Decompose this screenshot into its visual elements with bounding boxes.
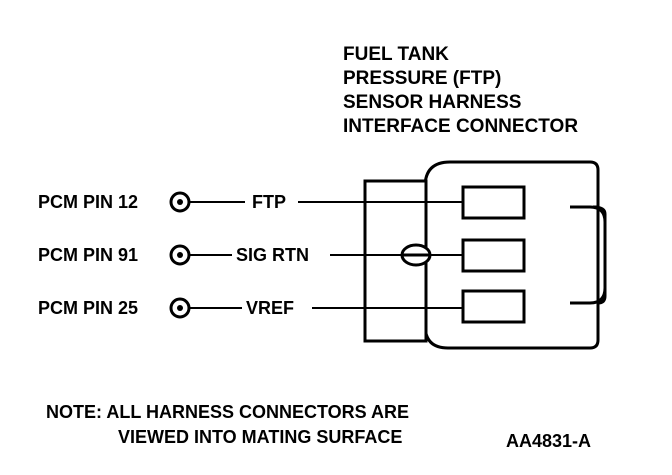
signal-label: SIG RTN (236, 245, 309, 265)
connector-wires (298, 201, 463, 309)
pin-row-91: PCM PIN 91 SIG RTN (38, 244, 309, 266)
connector-body (363, 160, 607, 350)
terminal-cavity-1 (461, 185, 526, 220)
note-line-1: NOTE: ALL HARNESS CONNECTORS ARE (46, 402, 409, 422)
connector-latch-outer (570, 205, 607, 305)
note-line-2: VIEWED INTO MATING SURFACE (118, 427, 402, 447)
title-line-2: PRESSURE (FTP) (343, 68, 501, 89)
terminal-cavity-3 (461, 289, 526, 324)
connector-title: FUEL TANK PRESSURE (FTP) SENSOR HARNESS … (343, 44, 578, 137)
signal-label: FTP (252, 192, 286, 212)
pin-row-12: PCM PIN 12 FTP (38, 191, 286, 213)
figure-id: AA4831-A (506, 431, 591, 451)
pin-terminal-dot (177, 199, 183, 205)
connector-housing (423, 160, 600, 350)
pcm-pin-label: PCM PIN 12 (38, 192, 138, 212)
pin-row-25: PCM PIN 25 VREF (38, 297, 294, 319)
pcm-pin-label: PCM PIN 91 (38, 245, 138, 265)
pin-terminal-dot (177, 305, 183, 311)
terminal-cavity-2 (461, 238, 526, 273)
title-line-1: FUEL TANK (343, 44, 449, 65)
pcm-pin-label: PCM PIN 25 (38, 298, 138, 318)
note-block: NOTE: ALL HARNESS CONNECTORS ARE VIEWED … (46, 402, 409, 447)
pin-terminal-dot (177, 252, 183, 258)
title-line-4: INTERFACE CONNECTOR (343, 116, 578, 137)
title-line-3: SENSOR HARNESS (343, 92, 521, 113)
signal-label: VREF (246, 298, 294, 318)
